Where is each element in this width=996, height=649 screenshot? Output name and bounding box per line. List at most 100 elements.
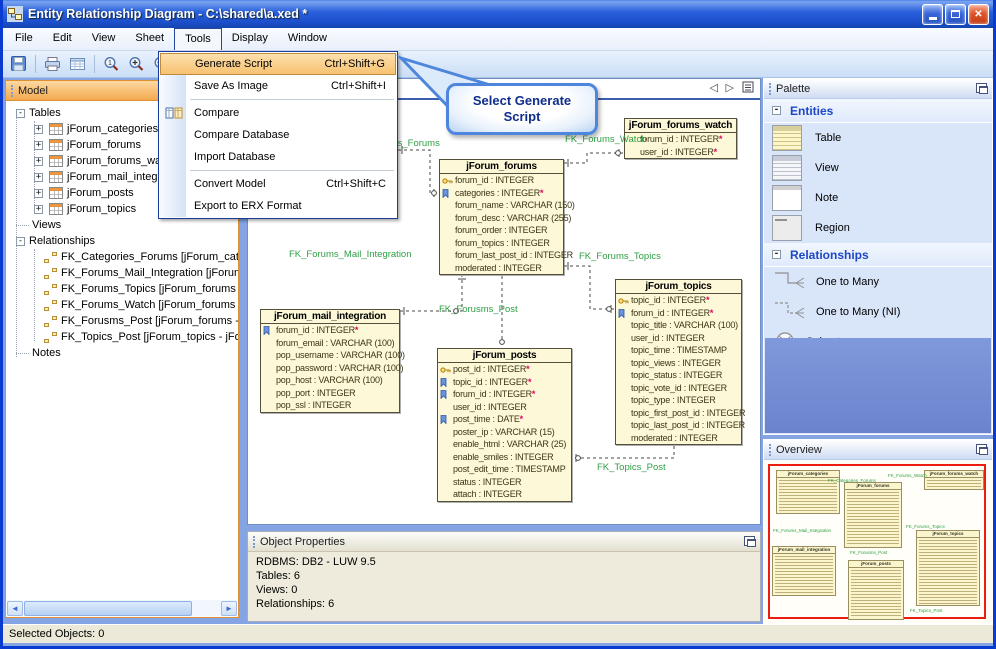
tree-item-fk-topics-post-jforum-topics-jforum-post[interactable]: FK_Topics_Post [jForum_topics - jForum_p… bbox=[10, 329, 238, 345]
float-panel-icon[interactable] bbox=[744, 536, 756, 547]
collapse-icon[interactable]: - bbox=[772, 249, 781, 259]
object-property-line: RDBMS: DB2 - LUW 9.5 bbox=[256, 556, 376, 568]
object-properties-header[interactable]: Object Properties bbox=[248, 532, 760, 552]
er-table-title: jForum_mail_integration bbox=[261, 310, 399, 324]
scroll-thumb[interactable] bbox=[24, 600, 192, 616]
tree-item-label: Notes bbox=[32, 347, 61, 359]
er-column: post_time : DATE* bbox=[438, 413, 571, 426]
tree-item-label: FK_Forums_Watch [jForum_forums - jForum_… bbox=[61, 299, 238, 311]
overview-table-jForum_topics: jForum_topics bbox=[916, 530, 980, 606]
menu-view[interactable]: View bbox=[91, 32, 116, 44]
overview-label: FK_Topics_Post bbox=[910, 608, 943, 613]
scroll-left-arrow[interactable]: ◄ bbox=[7, 600, 23, 616]
maximize-button[interactable] bbox=[945, 3, 966, 25]
menu-item-compare-database[interactable]: Compare Database bbox=[160, 124, 396, 146]
close-button[interactable]: ✕ bbox=[968, 3, 989, 25]
menu-edit[interactable]: Edit bbox=[52, 32, 72, 44]
tree-item-jforum-topics[interactable]: +jForum_topics bbox=[10, 201, 238, 217]
menu-tools[interactable]: Tools bbox=[174, 28, 222, 50]
save-icon[interactable] bbox=[7, 53, 30, 75]
overview-header[interactable]: Overview bbox=[764, 440, 992, 460]
prev-sheet-icon[interactable]: ◁ bbox=[709, 82, 718, 94]
table-icon bbox=[49, 203, 63, 215]
title-bar: Entity Relationship Diagram - C:\shared\… bbox=[3, 0, 993, 28]
tree-item-jforum-posts[interactable]: +jForum_posts bbox=[10, 185, 238, 201]
relationship-icon bbox=[44, 283, 57, 295]
menu-display[interactable]: Display bbox=[231, 32, 268, 44]
menu-item-compare[interactable]: Compare bbox=[160, 102, 396, 124]
menu-item-label: Compare Database bbox=[194, 129, 290, 141]
one-to-many-ni-icon bbox=[772, 299, 808, 326]
relationship-label-fk_forusms_post: FK_Forusms_Post bbox=[439, 304, 518, 315]
float-panel-icon[interactable] bbox=[976, 444, 988, 455]
sheet-list-icon[interactable] bbox=[742, 81, 754, 96]
palette-section-title: Relationships bbox=[790, 247, 869, 262]
expand-icon[interactable]: + bbox=[34, 203, 43, 214]
minimize-button[interactable] bbox=[922, 3, 943, 25]
tree-item-jforum-categories[interactable]: +jForum_categories bbox=[10, 121, 238, 137]
expand-icon[interactable]: + bbox=[34, 123, 43, 134]
expand-icon[interactable]: + bbox=[34, 155, 43, 166]
tree-item-fk-forums-topics-jforum-forums-jforum-to[interactable]: FK_Forums_Topics [jForum_forums - jForum… bbox=[10, 281, 238, 297]
palette-item-region[interactable]: Region bbox=[764, 213, 992, 243]
er-column: user_id : INTEGER bbox=[453, 401, 527, 412]
menu-item-export-to-erx-format[interactable]: Export to ERX Format bbox=[160, 195, 396, 217]
horizontal-scrollbar[interactable]: ◄ ► bbox=[7, 600, 237, 616]
tree-item-fk-forums-watch-jforum-forums-jforum-for[interactable]: FK_Forums_Watch [jForum_forums - jForum_… bbox=[10, 297, 238, 313]
er-column: forum_email : VARCHAR (100) bbox=[276, 337, 395, 348]
tree-item-relationships[interactable]: -Relationships bbox=[10, 233, 238, 249]
tree-item-fk-forums-mail-integration-jforum-forums[interactable]: FK_Forums_Mail_Integration [jForum_forum… bbox=[10, 265, 238, 281]
menu-item-import-database[interactable]: Import Database bbox=[160, 146, 396, 168]
tree-item-fk-categories-forums-jforum-categories-j[interactable]: FK_Categories_Forums [jForum_categories … bbox=[10, 249, 238, 265]
menu-file[interactable]: File bbox=[15, 32, 33, 44]
palette-item-one-to-many-ni-[interactable]: One to Many (NI) bbox=[764, 297, 992, 327]
expand-icon[interactable]: + bbox=[34, 171, 43, 182]
palette-item-table[interactable]: Table bbox=[764, 123, 992, 153]
tree-item-fk-forusms-post-jforum-forums-jforum-pos[interactable]: FK_Forusms_Post [jForum_forums - jForum_… bbox=[10, 313, 238, 329]
palette-section-entities[interactable]: -Entities bbox=[764, 99, 992, 123]
print-icon[interactable] bbox=[41, 53, 64, 75]
palette-item-label: View bbox=[815, 162, 839, 174]
collapse-icon[interactable]: - bbox=[16, 235, 25, 246]
tree-item-jforum-mail-integration[interactable]: +jForum_mail_integration bbox=[10, 169, 238, 185]
tree-item-tables[interactable]: -Tables bbox=[10, 105, 238, 121]
grid-icon[interactable] bbox=[66, 53, 89, 75]
tree-item-notes[interactable]: Notes bbox=[10, 345, 238, 361]
tree-item-jforum-forums[interactable]: +jForum_forums bbox=[10, 137, 238, 153]
er-column: forum_desc : VARCHAR (255) bbox=[455, 212, 572, 223]
float-panel-icon[interactable] bbox=[976, 83, 988, 94]
palette-section-relationships[interactable]: -Relationships bbox=[764, 243, 992, 267]
expand-icon[interactable]: + bbox=[34, 187, 43, 198]
palette-header[interactable]: Palette bbox=[764, 79, 992, 99]
collapse-icon[interactable]: - bbox=[16, 107, 25, 118]
expand-icon[interactable]: + bbox=[34, 139, 43, 150]
primary-key-icon bbox=[442, 176, 453, 189]
palette-item-note[interactable]: Note bbox=[764, 183, 992, 213]
menu-window[interactable]: Window bbox=[287, 32, 327, 44]
next-sheet-icon[interactable]: ▷ bbox=[725, 82, 734, 94]
overview-label: FK_Categories_Forums bbox=[828, 478, 876, 483]
collapse-icon[interactable]: - bbox=[772, 105, 781, 115]
menu-sheet[interactable]: Sheet bbox=[135, 32, 165, 44]
palette-item-view[interactable]: View bbox=[764, 153, 992, 183]
zoom-actual-icon[interactable]: 1 bbox=[100, 53, 123, 75]
palette-item-one-to-many[interactable]: One to Many bbox=[764, 267, 992, 297]
tree-item-label: FK_Forums_Topics [jForum_forums - jForum… bbox=[61, 283, 238, 295]
palette-item-label: One to Many (NI) bbox=[816, 306, 901, 318]
tree-item-jforum-forums-watch[interactable]: +jForum_forums_watch bbox=[10, 153, 238, 169]
zoom-in-icon[interactable] bbox=[125, 53, 148, 75]
scroll-right-arrow[interactable]: ► bbox=[221, 600, 237, 616]
tree-item-views[interactable]: Views bbox=[10, 217, 238, 233]
